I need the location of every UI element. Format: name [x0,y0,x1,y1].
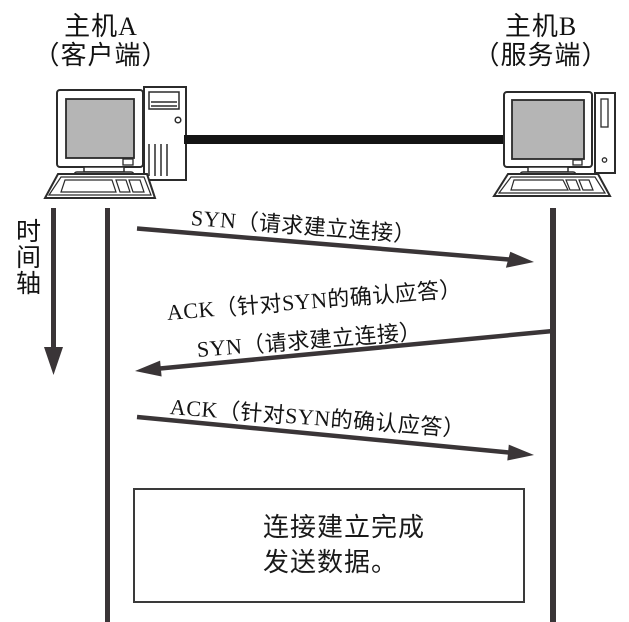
time-axis-label: 时间轴 [16,219,42,298]
host-b-computer-icon [492,91,616,197]
host-a-computer-icon [43,86,187,199]
note-line-2: 发送数据。 [263,548,399,577]
host-b-lifeline [550,208,556,622]
time-axis-arrow-icon [44,208,63,375]
host-b-name: 主机B [504,12,578,41]
host-a-lifeline [105,208,110,622]
host-b-title: 主机B （服务端） [450,12,629,70]
host-b-role: （服务端） [473,41,609,70]
desktop-computer-icon [492,91,616,197]
syn-request-arrow [136,226,534,268]
desktop-computer-icon [43,86,187,199]
host-a-role: （客户端） [33,41,169,70]
ack-syn-arrow [135,328,554,377]
ack-final-arrow [136,414,534,461]
note-line-1: 连接建立完成 [263,513,426,542]
host-a-title: 主机A （客户端） [10,12,192,70]
network-cable [184,135,506,144]
connection-note-box: 连接建立完成 发送数据。 [133,488,525,603]
host-a-name: 主机A [64,12,138,41]
